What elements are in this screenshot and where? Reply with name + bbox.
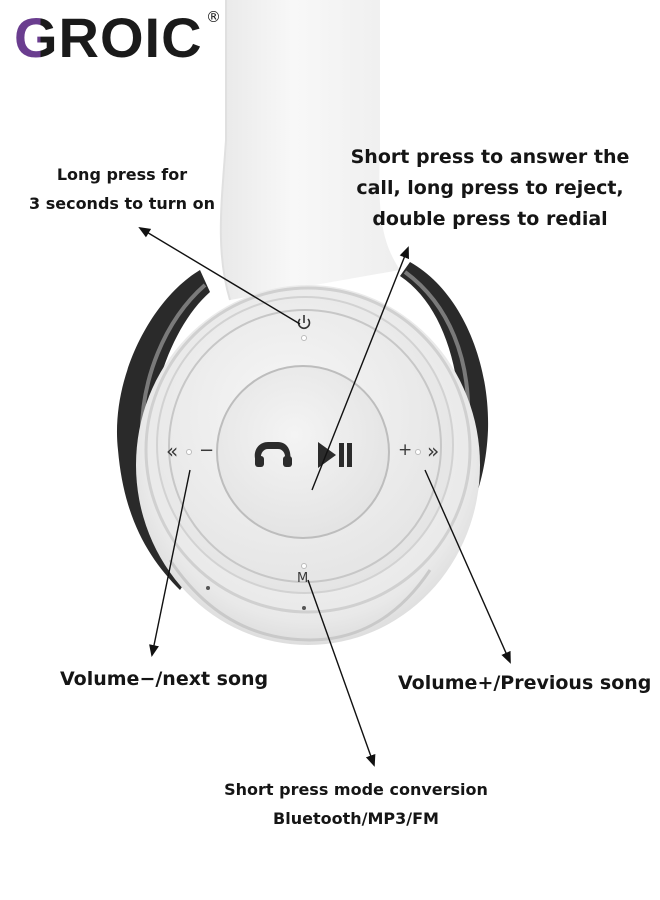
- power-led: [301, 335, 307, 341]
- plus-led: [415, 449, 421, 455]
- arrow-power: [138, 226, 301, 325]
- callout-mode: Short press mode conversion Bluetooth/MP…: [186, 775, 526, 833]
- arrow-mode: [307, 579, 376, 767]
- callout-volume-plus: Volume+/Previous song: [398, 672, 652, 694]
- callout-power-line-1: Long press for: [56, 165, 188, 184]
- mode-led: [301, 563, 307, 569]
- arrow-volume-minus: [149, 469, 191, 657]
- brand-logo: GROIC ®: [14, 6, 224, 72]
- registered-mark: ®: [206, 8, 221, 26]
- next-glyph: »: [427, 439, 440, 463]
- power-icon: [297, 315, 311, 330]
- minus-led: [186, 449, 192, 455]
- callout-call: Short press to answer the call, long pre…: [330, 142, 650, 235]
- callout-power: Long press for 3 seconds to turn on: [0, 160, 244, 218]
- prev-glyph: «: [166, 439, 179, 463]
- callout-power-line-2: 3 seconds to turn on: [29, 194, 215, 213]
- play-pause-icon: [318, 442, 352, 468]
- callout-call-line-1: Short press to answer the: [350, 146, 630, 168]
- callout-volume-minus: Volume−/next song: [60, 668, 269, 690]
- callout-mode-line-1: Short press mode conversion: [224, 780, 488, 799]
- callout-mode-line-2: Bluetooth/MP3/FM: [273, 809, 439, 828]
- callout-call-line-3: double press to redial: [372, 208, 608, 230]
- arrow-call: [311, 246, 409, 491]
- mode-glyph: M: [297, 571, 309, 586]
- minus-glyph: −: [199, 440, 215, 461]
- arrow-volume-plus: [424, 469, 511, 664]
- plus-glyph: +: [398, 440, 413, 460]
- headband: [220, 0, 400, 300]
- callout-call-line-2: call, long press to reject,: [356, 177, 624, 199]
- center-button: [216, 365, 390, 539]
- brand-name: GROIC: [14, 8, 203, 68]
- ear-cushion-left: [116, 270, 210, 590]
- brand-name-text: GROIC: [14, 6, 203, 69]
- phone-icon: [254, 442, 292, 467]
